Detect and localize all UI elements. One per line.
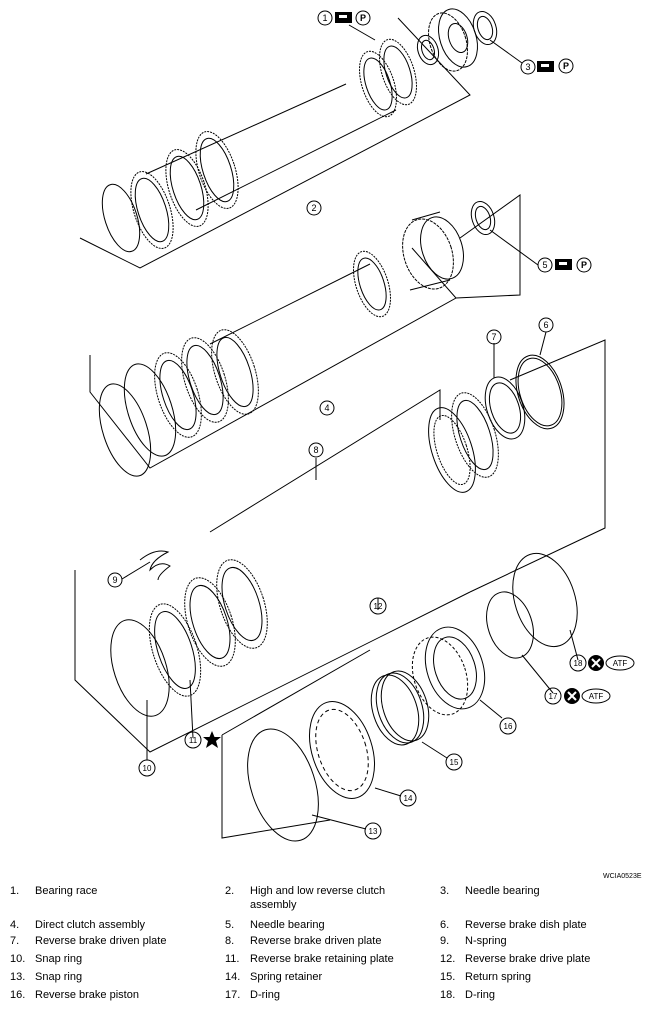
callout-16: 16 [499, 717, 517, 735]
clutch-plates-upper [130, 38, 417, 249]
svg-text:13: 13 [369, 827, 378, 836]
svg-text:2: 2 [311, 203, 316, 213]
return-spring [370, 670, 430, 746]
callout-14: 14 [399, 789, 417, 807]
svg-text:ATF: ATF [613, 659, 628, 668]
needle-bearing-5 [470, 200, 496, 236]
leader-lines [121, 24, 579, 830]
callout-5: 5 [537, 257, 553, 273]
callout-9: 9 [107, 572, 123, 588]
atf-symbol-18: ATF [605, 655, 635, 671]
drum-middle [402, 211, 464, 291]
star-icon [203, 731, 221, 748]
clutch-plates-middle [98, 250, 391, 477]
svg-text:P: P [360, 13, 366, 23]
callout-10: 10 [138, 759, 156, 777]
svg-text:14: 14 [404, 794, 413, 803]
group-12-outline [221, 649, 371, 839]
svg-text:10: 10 [143, 764, 152, 773]
svg-text:P: P [581, 260, 587, 270]
svg-text:6: 6 [543, 320, 548, 330]
svg-text:15: 15 [450, 758, 459, 767]
group-8-outline [74, 339, 606, 753]
p-symbol-5: P [576, 257, 592, 273]
x-circle-icon [588, 655, 604, 671]
callout-15: 15 [445, 753, 463, 771]
svg-text:16: 16 [504, 722, 513, 731]
n-spring [139, 550, 171, 581]
p-symbol-3: P [558, 58, 574, 74]
group-4-outline [89, 194, 521, 469]
svg-text:3: 3 [525, 62, 530, 72]
callout-8: 8 [308, 442, 324, 458]
svg-text:11: 11 [189, 736, 198, 745]
reverse-brake-piston [411, 626, 486, 716]
group-2-outline [79, 17, 471, 269]
atf-symbol-17: ATF [581, 688, 611, 704]
figure-id: WCIA0523E [603, 873, 642, 880]
svg-text:P: P [563, 61, 569, 71]
snap-ring-lower [247, 728, 319, 842]
svg-text:17: 17 [549, 692, 558, 701]
svg-text:12: 12 [374, 602, 383, 611]
svg-text:ATF: ATF [589, 692, 604, 701]
reverse-brake-plates-left [110, 559, 268, 717]
callout-12: 12 [369, 597, 387, 615]
callout-1: 1 [317, 10, 333, 26]
exploded-view-diagram: 1 2 3 4 5 6 7 8 9 10 11 12 13 14 15 16 1… [74, 8, 635, 842]
callout-2: 2 [306, 200, 322, 216]
reverse-brake-plates-right [428, 354, 565, 493]
needle-bearing-3 [472, 10, 498, 46]
svg-text:7: 7 [491, 332, 496, 342]
d-rings [486, 552, 578, 659]
snap-ring-upper [101, 183, 141, 253]
p-symbol-1: P [355, 10, 371, 26]
svg-text:8: 8 [313, 445, 318, 455]
callout-3: 3 [520, 59, 536, 75]
callout-17: 17 [544, 687, 562, 705]
svg-text:9: 9 [112, 575, 117, 585]
callout-7: 7 [486, 329, 502, 345]
svg-text:4: 4 [324, 403, 329, 413]
x-circle-icon [564, 688, 580, 704]
svg-text:1: 1 [322, 13, 327, 23]
svg-text:5: 5 [542, 260, 547, 270]
svg-text:18: 18 [574, 659, 583, 668]
petroleum-jelly-icon [555, 259, 572, 270]
hub-gear-upper [416, 8, 478, 72]
callout-11: 11 [184, 731, 202, 749]
petroleum-jelly-icon [537, 61, 554, 72]
callout-18: 18 [569, 654, 587, 672]
petroleum-jelly-icon [335, 12, 352, 23]
spring-retainer [309, 701, 375, 799]
callout-6: 6 [538, 317, 554, 333]
callout-13: 13 [364, 822, 382, 840]
callout-4: 4 [319, 400, 335, 416]
